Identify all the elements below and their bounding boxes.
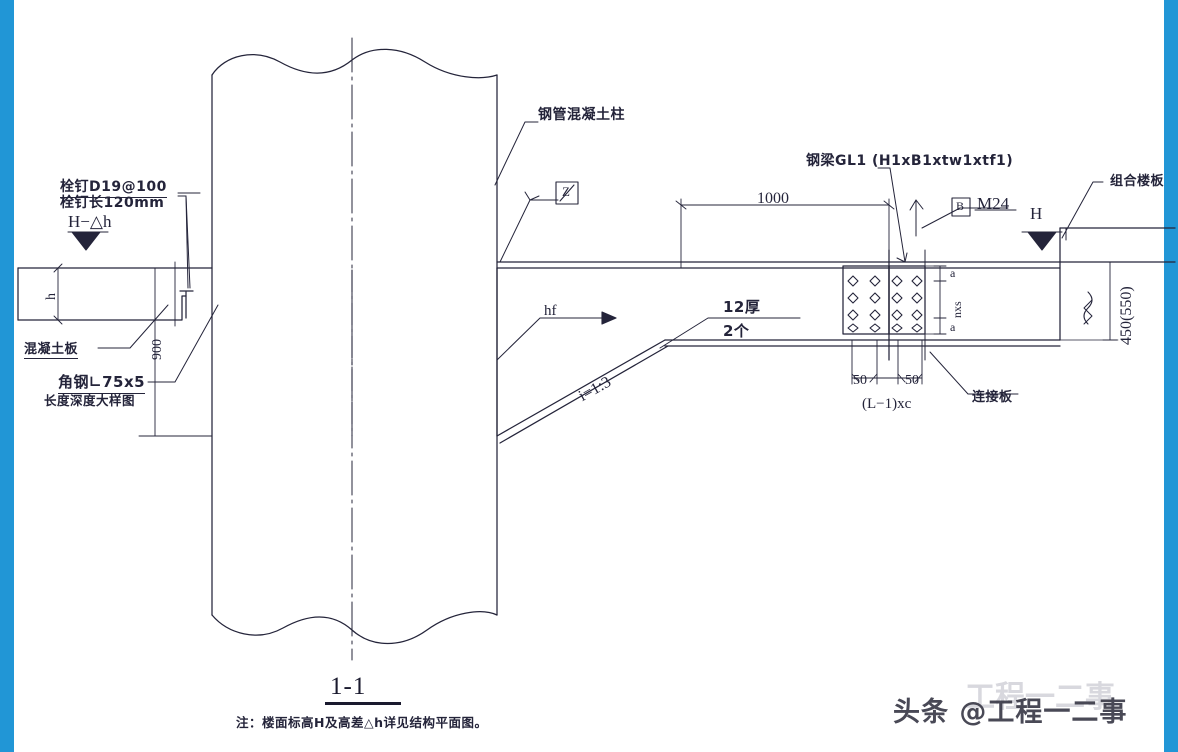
level-symbols: [67, 231, 1063, 251]
left-accent-bar: [0, 0, 14, 752]
dim-edge-left-label: 50: [853, 373, 867, 388]
bolt-label: M24: [977, 194, 1010, 213]
weld-symbol-boxes: [555, 181, 971, 217]
dim-900-label: 900: [150, 339, 165, 360]
slab-thickness-label: h: [44, 293, 59, 300]
section-title-underline: [325, 702, 401, 705]
weld-symbol-left-label: Z: [562, 184, 570, 199]
dim-edge-right-label: 50: [905, 373, 919, 388]
end-plate-and-bolts: [842, 249, 926, 361]
plate-dim-a-top-label: a: [950, 266, 956, 280]
watermark-ghost: 工程一二事: [965, 680, 1115, 715]
stud-spec-line1: 栓钉D19@100: [60, 176, 167, 198]
beam-depth-label: 450(550): [1118, 286, 1135, 345]
connection-plate-label: 连接板: [972, 390, 1013, 405]
column-label: 钢管混凝土柱: [538, 107, 625, 123]
break-marks: [1083, 291, 1093, 325]
angle-steel-note-label: 长度深度大样图: [44, 393, 136, 408]
leader-lines: [97, 121, 1104, 395]
level-mark-right-label: H: [1030, 204, 1043, 223]
weld-symbol-right-label: B: [956, 199, 965, 213]
weld-arrow-hf: [579, 311, 617, 325]
dimension-lines: [49, 198, 1119, 437]
steel-beam-label: 钢梁GL1 (H1xB1xtw1xtf1): [806, 153, 1014, 169]
angle-steel-label: 角钢∟75x5: [58, 371, 146, 394]
column-outline: [211, 48, 498, 645]
weld-hf-label: hf: [544, 303, 557, 319]
section-title: 1-1: [330, 673, 367, 700]
plate-count-label: 2个: [723, 322, 750, 340]
concrete-slab-label: 混凝土板: [24, 338, 79, 359]
plate-dim-nxs-label: nxs: [950, 301, 964, 318]
bolt-row-dim-label: (L−1)xc: [862, 396, 912, 412]
plate-dim-a-bottom-label: a: [950, 320, 956, 334]
right-accent-bar: [1164, 0, 1178, 752]
level-mark-left-label: H−△h: [68, 212, 112, 231]
dim-1000-label: 1000: [757, 190, 789, 207]
stud-spec-line2: 栓钉长120mm: [60, 195, 165, 211]
plate-thickness-label: 12厚: [723, 298, 761, 316]
beam-assembly: [17, 227, 1176, 444]
watermark: 头条 @工程一二事: [893, 697, 1128, 728]
drawing-note: 注：楼面标高H及高差△h详见结构平面图。: [236, 715, 488, 730]
composite-deck-label: 组合楼板: [1110, 174, 1165, 189]
